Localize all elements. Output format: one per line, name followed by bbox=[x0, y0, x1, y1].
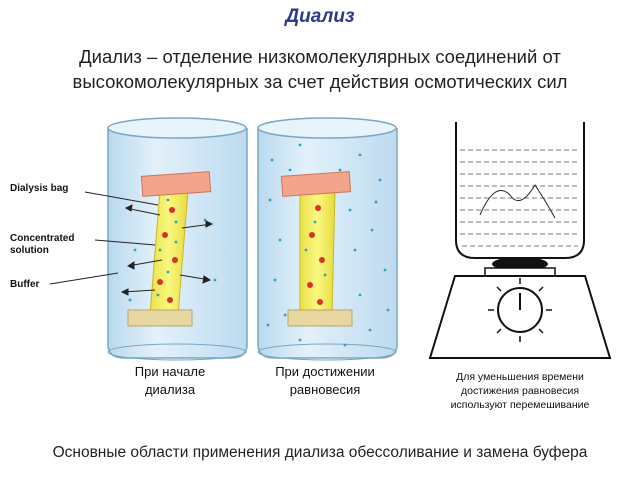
clamp-top bbox=[140, 171, 212, 197]
clamp-bottom bbox=[127, 309, 193, 327]
dialysis-bag-text: Dialysis bag bbox=[10, 183, 69, 194]
definition-text: Диализ – отделение низкомолекулярных сое… bbox=[72, 46, 568, 92]
label-concentrated-solution: Concentrated solution bbox=[10, 233, 74, 257]
concentrated-text-1: Concentrated bbox=[10, 233, 75, 244]
caption-equilibrium: При достижении равновесия bbox=[255, 363, 395, 399]
beaker-start bbox=[107, 117, 248, 361]
caption-equilibrium-line1: При достижении bbox=[275, 364, 375, 379]
concentrated-text-2: solution bbox=[10, 245, 49, 256]
caption-stirring-line2: достижения равновесия bbox=[460, 385, 580, 397]
caption-stirring-line3: используют перемешивание bbox=[450, 399, 590, 411]
buffer-text: Buffer bbox=[10, 279, 40, 290]
beaker-equilibrium bbox=[257, 117, 398, 361]
clamp-top bbox=[280, 171, 352, 197]
stirrer-setup bbox=[428, 122, 612, 359]
label-dialysis-bag: Dialysis bag bbox=[10, 183, 68, 195]
caption-equilibrium-line2: равновесия bbox=[289, 382, 361, 397]
label-buffer: Buffer bbox=[10, 279, 39, 291]
dialysis-diagram bbox=[49, 117, 612, 361]
caption-start-line2: диализа bbox=[144, 382, 196, 397]
caption-stirring-line1: Для уменьшения времени bbox=[456, 371, 584, 383]
caption-start-line1: При начале bbox=[134, 364, 206, 379]
footer-text: Основные области применения диализа обес… bbox=[52, 444, 588, 461]
page-title: Диализ bbox=[285, 6, 355, 27]
clamp-bottom bbox=[287, 309, 353, 327]
caption-start: При начале диализа bbox=[110, 363, 230, 399]
caption-stirring: Для уменьшения времени достижения равнов… bbox=[430, 370, 610, 412]
